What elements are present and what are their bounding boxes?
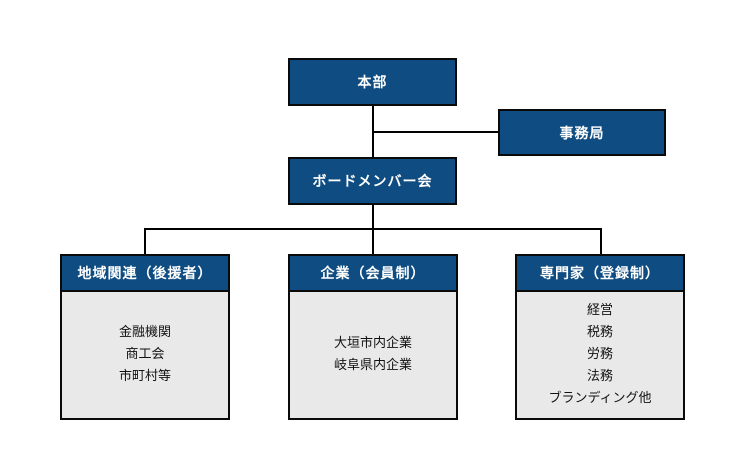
- group-item: 大垣市内企業: [333, 336, 412, 351]
- group-item: 商工会: [125, 347, 165, 362]
- group-card-companies: 企業（会員制） 大垣市内企業 岐阜県内企業: [288, 254, 458, 420]
- secretariat-label: 事務局: [559, 125, 605, 142]
- group-card-regional: 地域関連（後援者） 金融機関 商工会 市町村等: [60, 254, 230, 420]
- group-title: 地域関連（後援者）: [62, 256, 228, 292]
- board-box: ボードメンバー会: [288, 157, 457, 205]
- connector-to-regional: [144, 228, 146, 254]
- group-item: 経営: [586, 303, 613, 318]
- group-title: 企業（会員制）: [290, 256, 456, 292]
- group-item-list: 金融機関 商工会 市町村等: [62, 292, 228, 418]
- connector-to-secretariat: [372, 131, 500, 133]
- secretariat-box: 事務局: [498, 109, 666, 156]
- group-item: 市町村等: [118, 369, 171, 384]
- headquarters-label: 本部: [357, 75, 388, 91]
- group-item: ブランディング他: [548, 391, 652, 406]
- board-label: ボードメンバー会: [312, 174, 433, 190]
- group-item: 税務: [586, 325, 613, 340]
- connector-to-companies: [372, 228, 374, 254]
- group-card-experts: 専門家（登録制） 経営 税務 労務 法務 ブランディング他: [515, 254, 685, 420]
- group-title: 専門家（登録制）: [517, 256, 683, 292]
- headquarters-box: 本部: [288, 58, 457, 106]
- group-item-list: 大垣市内企業 岐阜県内企業: [290, 292, 456, 418]
- connector-to-experts: [600, 228, 602, 254]
- group-item: 労務: [586, 347, 613, 362]
- group-item: 金融機関: [118, 325, 171, 340]
- group-item: 法務: [586, 369, 613, 384]
- connector-board-down: [372, 205, 374, 229]
- group-item-list: 経営 税務 労務 法務 ブランディング他: [517, 292, 683, 418]
- group-item: 岐阜県内企業: [333, 358, 412, 373]
